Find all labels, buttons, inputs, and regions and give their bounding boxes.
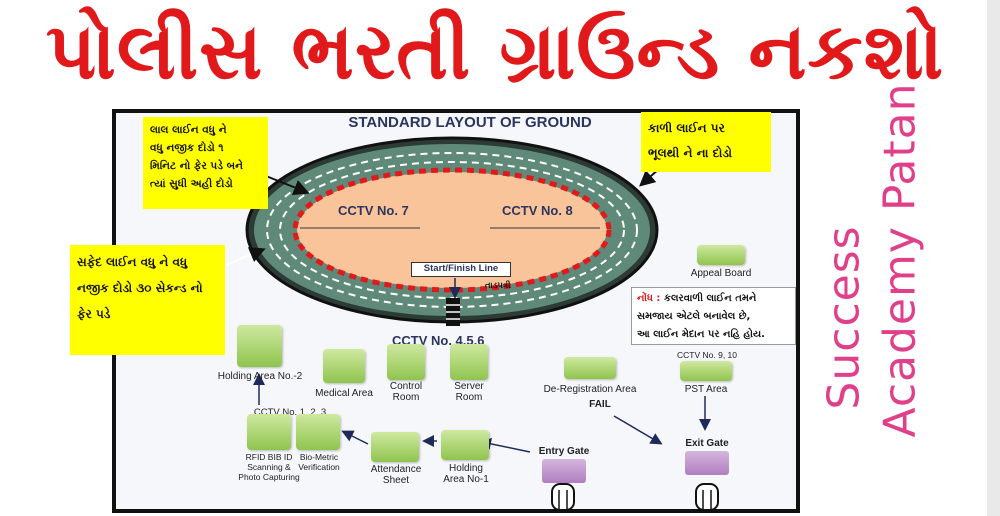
info-note-line: સમજાય એટલે બનાવેલ છે,: [637, 311, 751, 322]
holding-area-1-label: Holding Area No-1: [443, 463, 489, 485]
note-line: કાળી લાઈન પર: [648, 121, 725, 135]
cctv-7-label: CCTV No. 7: [338, 203, 409, 218]
medical-area-label: Medical Area: [315, 388, 373, 399]
info-note-line: નોંધ : કલરવાળી લાઈન તમને: [637, 290, 790, 308]
biometric-box: [296, 414, 340, 450]
control-room-label: Control Room: [389, 381, 423, 403]
note-line: ફેર પડે: [77, 307, 111, 321]
flow-arrow-fail-to-exit: [613, 415, 663, 445]
cctv-123-label: CCTV No. 1, 2, 3: [253, 407, 327, 418]
note-line: મિનિટ નો ફેર પડે બને: [150, 160, 243, 172]
exit-gate-door: [695, 483, 719, 511]
red-inner-line: [292, 167, 612, 293]
exit-gate-box: [685, 451, 729, 475]
tadpatri-label: તાડપત્રી: [485, 281, 511, 291]
entry-gate-box: [542, 459, 586, 483]
biometric-label: Bio-Metric Verification: [298, 452, 340, 472]
page-title: પોલીસ ભરતી ગ્રાઉન્ડ નકશો: [45, 7, 945, 97]
watermark-line-1: Success: [818, 225, 870, 410]
note-line: લાલ લાઈન વધુ ને: [150, 124, 227, 136]
entry-gate-door: [551, 483, 575, 511]
watermark-line-2: Academy Patan: [874, 82, 926, 438]
start-finish-label: Start/Finish Line: [411, 262, 511, 277]
pst-area-box: [680, 361, 732, 381]
note-line: ત્યાં સુધી અહી દોડો: [150, 178, 233, 190]
info-note-line: આ લાઈન મેદાન પર નહિ હોય.: [637, 329, 765, 340]
flow-arrow-attendance-to-biometric: [341, 430, 369, 445]
rfid-box: [247, 414, 291, 450]
medical-area-box: [323, 349, 365, 383]
rfid-label: RFID BIB ID Scanning & Photo Capturing: [238, 452, 300, 482]
note-line: વધુ નજીક દોડો ૧: [150, 142, 224, 154]
red-note-arrow: [265, 175, 310, 195]
attendance-label: Attendance Sheet: [370, 464, 422, 486]
infield: [297, 172, 607, 288]
info-note-prefix: નોંધ :: [637, 293, 661, 304]
page-edge-strip: [987, 0, 1000, 516]
note-line: નજીક દોડો ૩૦ સેકન્ડ નો: [77, 281, 203, 295]
white-lane-line-outer: [266, 152, 638, 308]
holding-area-1-box: [441, 430, 489, 460]
fail-label: FAIL: [589, 399, 611, 410]
server-room-label: Server Room: [454, 381, 484, 403]
control-room-box: [387, 344, 425, 380]
info-note-text: કલરવાળી લાઈન તમને: [663, 293, 757, 304]
server-room-box: [450, 344, 488, 380]
appeal-board-label: Appeal Board: [690, 268, 752, 279]
white-note-arrow: [225, 247, 266, 266]
cctv-8-label: CCTV No. 8: [502, 203, 573, 218]
cctv-910-label: CCTV No. 9, 10: [677, 350, 737, 360]
entry-gate-label: Entry Gate: [538, 446, 590, 457]
pst-area-label: PST Area: [684, 384, 728, 395]
white-line-note: સફેદ લાઈન વધુ ને વધુ નજીક દોડો ૩૦ સેકન્ડ…: [70, 245, 225, 355]
appeal-board-box: [697, 245, 745, 265]
red-line-note: લાલ લાઈન વધુ ને વધુ નજીક દોડો ૧ મિનિટ નો…: [143, 117, 268, 209]
flow-arrow-entry-to-holding1: [479, 437, 531, 453]
info-note: નોંધ : કલરવાળી લાઈન તમને સમજાય એટલે બનાવ…: [631, 287, 796, 345]
black-line-note: કાળી લાઈન પર ભૂલથી ને ના દોડો: [641, 112, 771, 172]
ground-layout-title: STANDARD LAYOUT OF GROUND: [348, 114, 592, 131]
de-registration-label: De-Registration Area: [543, 384, 637, 395]
note-line: સફેદ લાઈન વધુ ને વધુ: [77, 255, 188, 269]
holding-area-2-label: Holding Area No.-2: [217, 371, 303, 382]
attendance-box: [371, 432, 419, 462]
exit-gate-label: Exit Gate: [685, 438, 729, 449]
holding-area-2-box: [237, 325, 282, 367]
de-registration-box: [564, 357, 616, 379]
note-line: ભૂલથી ને ના દોડો: [648, 146, 732, 160]
